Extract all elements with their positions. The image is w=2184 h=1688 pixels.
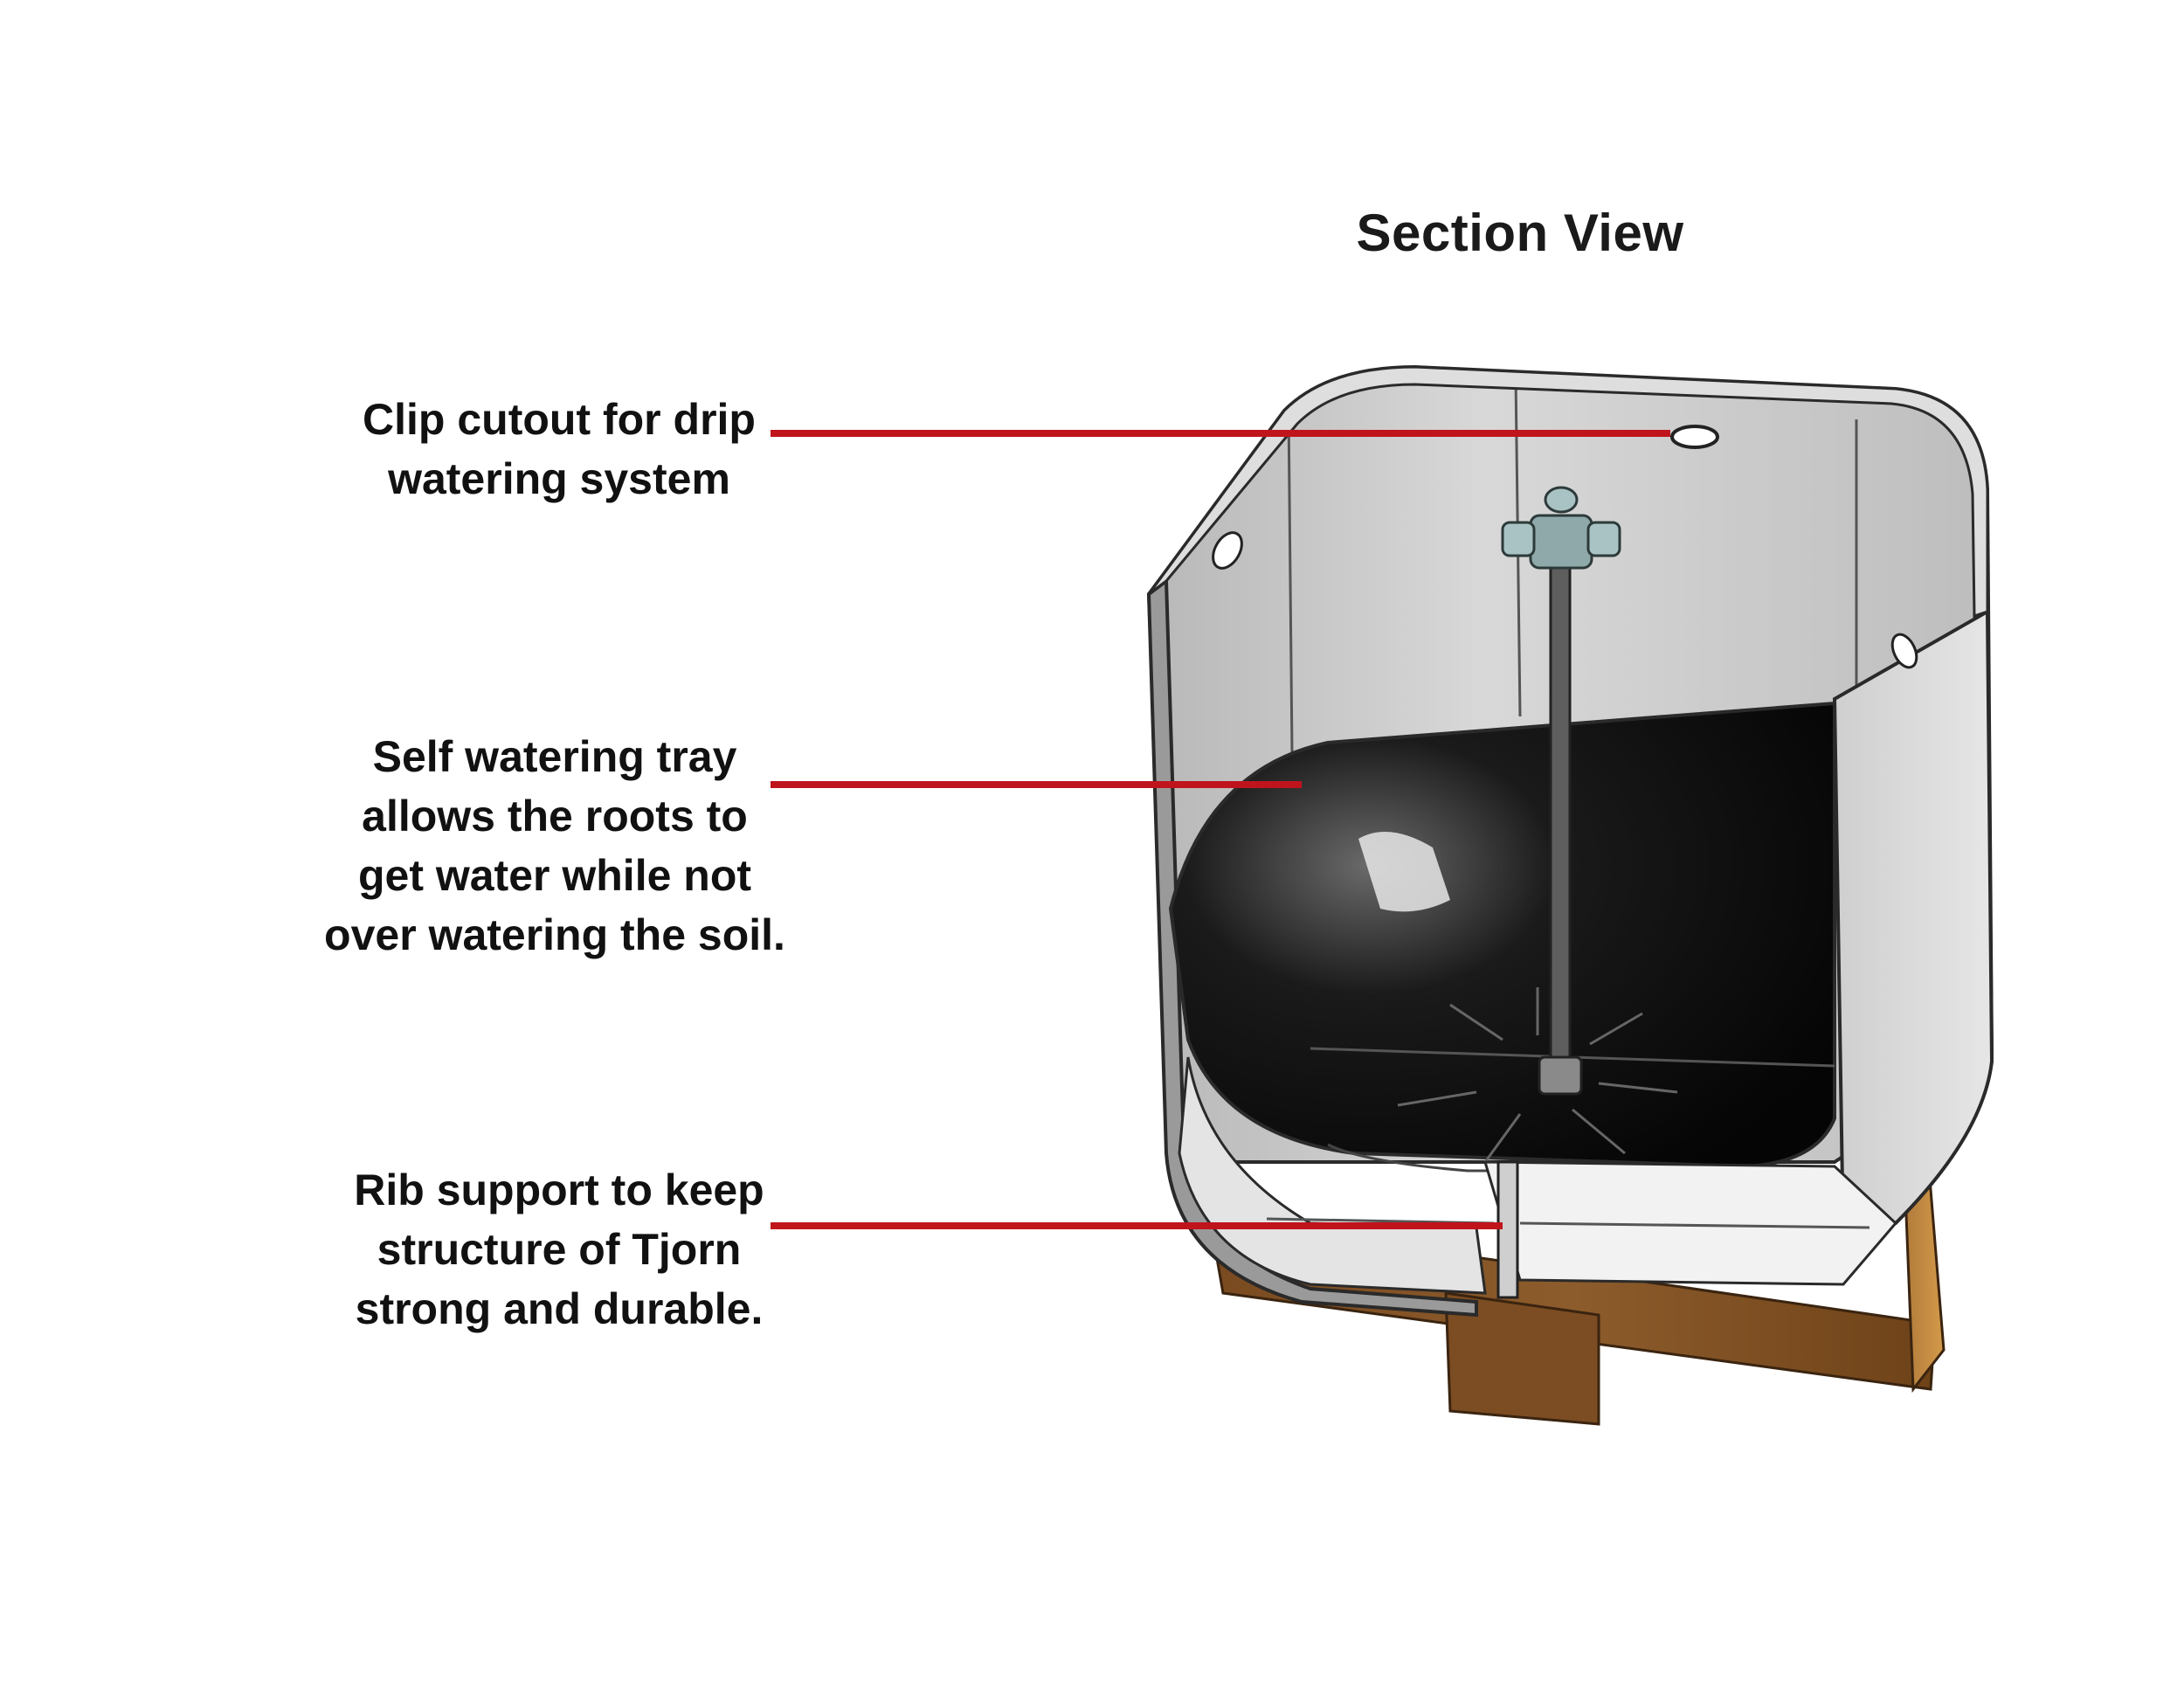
pot-top-rim [1147,365,1989,619]
clip-cutout-hole [1670,425,1719,449]
callout-self-watering-tray: Self watering tray allows the roots to g… [288,727,821,965]
callout-text-line: structure of Tjorn [377,1225,742,1274]
callout-text-line: Rib support to keep [354,1166,764,1214]
callout-text-line: strong and durable. [355,1284,764,1333]
callout-text-line: Clip cutout for drip [363,395,756,444]
diagram-title: Section View [1356,204,1684,262]
rib-support [1178,1056,1898,1299]
callout-rib-support: Rib support to keep structure of Tjorn s… [306,1160,812,1339]
pot-right-wall-section [1832,608,1994,1243]
callout-clip-cutout: Clip cutout for drip watering system [297,390,821,508]
callout-text-line: over watering the soil. [324,910,785,959]
leader-lines [771,430,1670,1229]
callout-text-line: get water while not [357,851,752,900]
drip-valve-fitting [1501,486,1621,570]
callout-text-line: watering system [388,454,730,503]
callout-text-line: allows the roots to [362,792,748,841]
self-watering-tray [1168,701,1836,1173]
callout-text-line: Self watering tray [372,732,737,781]
